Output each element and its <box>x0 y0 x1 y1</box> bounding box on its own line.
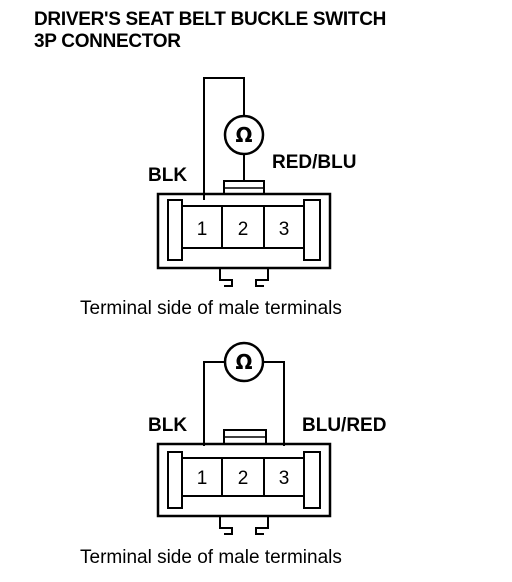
top-connector-view: Ω 1 2 3 BLK RED/BLU Terminal side of mal… <box>80 77 356 319</box>
bottom-ohmmeter-icon <box>223 341 265 383</box>
top-ohm-symbol: Ω <box>235 123 252 147</box>
top-terminal-3: 3 <box>279 219 290 240</box>
bottom-connector-latch <box>219 516 269 535</box>
bottom-probe-wire-blk <box>203 361 225 446</box>
bottom-terminal-1: 1 <box>197 468 208 489</box>
top-connector-latch <box>219 268 269 287</box>
bottom-ohm-symbol: Ω <box>235 350 252 374</box>
bottom-connector-housing <box>156 442 332 518</box>
top-right-wire-label: RED/BLU <box>272 152 356 173</box>
bottom-cavity-3 <box>263 457 305 497</box>
top-terminal-1: 1 <box>197 219 208 240</box>
bottom-ohmmeter: Ω <box>223 341 265 383</box>
bottom-terminal-3: 3 <box>279 468 290 489</box>
bottom-probe-wire-blured <box>263 361 285 446</box>
top-caption: Terminal side of male terminals <box>80 298 342 319</box>
top-connector-housing <box>156 192 332 270</box>
top-ohmmeter-icon <box>223 114 265 156</box>
bottom-caption: Terminal side of male terminals <box>80 547 342 568</box>
top-probe-wire-blk <box>203 77 245 200</box>
top-cavity-3 <box>263 205 305 249</box>
bottom-right-wire-label: BLU/RED <box>302 415 386 436</box>
bottom-left-wire-label: BLK <box>148 415 187 436</box>
bottom-terminal-2: 2 <box>238 468 249 489</box>
title-line-1: DRIVER'S SEAT BELT BUCKLE SWITCH <box>34 9 387 30</box>
top-ohmmeter: Ω <box>223 114 265 156</box>
diagram-title: DRIVER'S SEAT BELT BUCKLE SWITCH 3P CONN… <box>34 9 386 53</box>
title-line-2: 3P CONNECTOR <box>34 31 181 52</box>
bottom-connector-view: Ω 1 2 3 BLK BLU/RED Terminal side of mal… <box>80 341 386 568</box>
top-left-wire-label: BLK <box>148 165 187 186</box>
top-terminal-2: 2 <box>238 219 249 240</box>
